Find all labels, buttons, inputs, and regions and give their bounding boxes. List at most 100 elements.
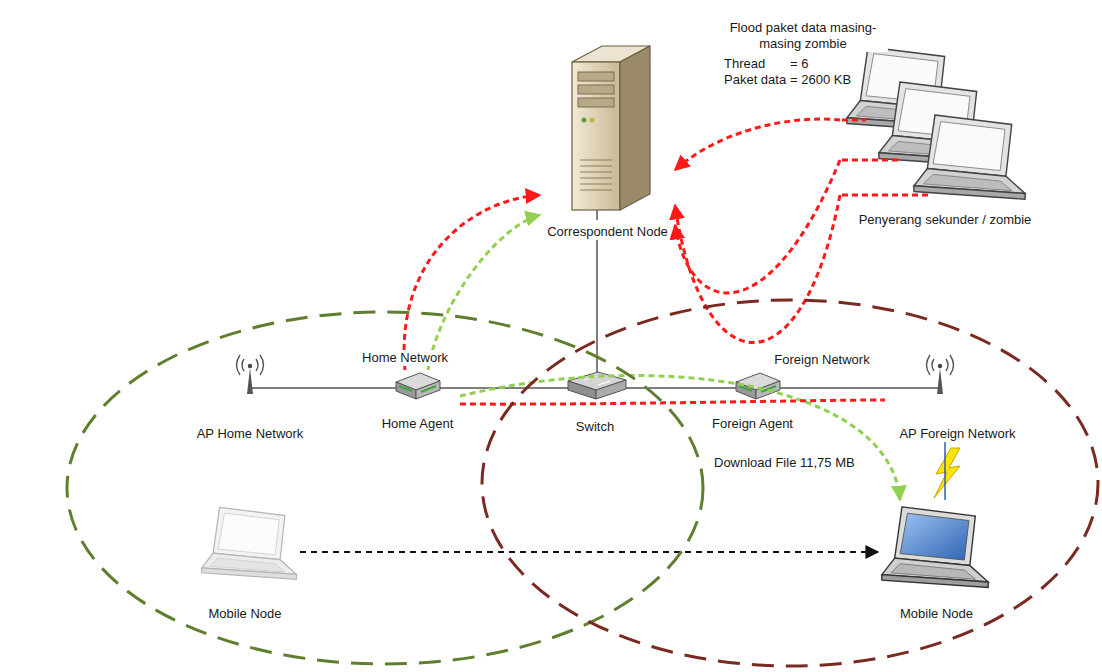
router-icon xyxy=(421,386,436,392)
access-point-icon xyxy=(260,355,264,375)
server-icon xyxy=(578,98,614,107)
device-label: Foreign Agent xyxy=(710,416,795,432)
switch-node: Switch xyxy=(555,368,635,435)
region-label: Foreign Network xyxy=(772,352,871,368)
server-icon xyxy=(590,118,595,123)
router-icon xyxy=(396,373,440,399)
attacker-node: Penyerang sekunder / zombie xyxy=(840,40,1050,228)
dashed-flow xyxy=(460,400,885,404)
access-point-icon xyxy=(932,359,934,371)
dashed-flow xyxy=(460,375,900,500)
router-icon xyxy=(396,382,416,399)
server-icon xyxy=(572,46,650,210)
server-icon xyxy=(580,184,612,185)
device-label: AP Foreign Network xyxy=(897,426,1017,442)
edge-label: Download File 11,75 MB xyxy=(712,455,857,471)
network-link xyxy=(944,442,946,500)
parameter-name: Paket data xyxy=(722,72,788,88)
access-point-icon xyxy=(946,359,948,371)
dashed-flow xyxy=(404,195,540,370)
device-label: Correspondent Node xyxy=(545,224,670,240)
backbone-stubs xyxy=(885,387,940,389)
zombie-laptops xyxy=(847,47,1025,199)
region-outline xyxy=(67,312,703,664)
region-outline xyxy=(482,300,1098,666)
zombie-flood-stubs xyxy=(842,119,866,122)
router-icon xyxy=(399,386,412,391)
device-label: Home Agent xyxy=(380,416,456,432)
switch-icon xyxy=(596,380,626,399)
zombie-laptops xyxy=(914,115,1025,199)
switch-icon xyxy=(568,372,626,399)
access-point-icon xyxy=(937,368,943,394)
router-icon xyxy=(416,381,440,399)
device-label: Switch xyxy=(574,419,616,435)
access-point-icon xyxy=(248,364,252,368)
network-link xyxy=(596,240,598,368)
server-icon xyxy=(620,46,650,210)
access-point-icon xyxy=(242,359,244,371)
mobile-node: Mobile Node xyxy=(190,500,300,622)
dashed-flow xyxy=(300,551,878,553)
router-node: Foreign Agent xyxy=(700,370,805,432)
dashed-flow xyxy=(428,215,540,370)
wireless-bolt xyxy=(934,448,960,498)
network-link xyxy=(315,387,375,389)
switch-icon xyxy=(584,376,610,385)
mobile-node-laptop xyxy=(882,507,988,588)
access-point-icon xyxy=(927,355,931,375)
mobile-node-laptop xyxy=(882,507,988,588)
backbone-stubs xyxy=(596,210,598,220)
backbone-stubs xyxy=(252,387,315,389)
device-label: Mobile Node xyxy=(898,606,975,622)
parameter-name: Thread xyxy=(722,56,767,72)
dashed-flow xyxy=(675,195,840,343)
router-node: Home Agent xyxy=(375,370,460,432)
dashed-flow xyxy=(675,160,840,293)
mobile-node-laptop xyxy=(202,507,297,579)
server-icon xyxy=(580,160,612,161)
wireless-bolt xyxy=(934,448,960,498)
network-region: Home Network AP Home Network Home AgentMob… xyxy=(65,310,705,666)
mobile-node: Mobile Node xyxy=(878,500,995,622)
switch-icon xyxy=(598,381,610,385)
server-icon xyxy=(582,118,587,123)
server-icon xyxy=(572,62,620,210)
access-point-icon xyxy=(237,355,241,375)
access-point-icon xyxy=(950,355,954,375)
server-icon xyxy=(580,172,612,173)
device-label: AP Home Network xyxy=(195,426,306,442)
access-point-icon xyxy=(256,359,258,371)
access-point-icon xyxy=(237,355,264,394)
access-point-icon xyxy=(237,355,264,375)
zombie-flood-stubs xyxy=(842,159,898,162)
switch-icon xyxy=(568,381,596,399)
access-point-icon xyxy=(247,368,253,394)
region-label: Home Network xyxy=(360,350,450,366)
parameter-value: = 6 xyxy=(788,56,810,72)
server-icon xyxy=(580,166,612,167)
mobile-node-laptop xyxy=(202,507,297,579)
parameter-value: = 2600 KB xyxy=(788,72,853,88)
zombie-flood-stubs xyxy=(842,120,930,195)
network-link xyxy=(805,387,885,389)
access-point-node: AP Home Network xyxy=(185,366,315,442)
server-icon xyxy=(578,72,614,81)
network-link xyxy=(460,387,555,389)
device-label: Mobile Node xyxy=(207,606,284,622)
server-icon xyxy=(580,160,612,190)
device-label: Penyerang sekunder / zombie xyxy=(857,212,1034,228)
flood-note: Flood paket data masing-masing zombie xyxy=(718,20,888,52)
access-point-node: AP Foreign Network xyxy=(885,366,1030,442)
access-point-icon xyxy=(938,364,942,368)
backbone-stubs xyxy=(252,210,940,388)
access-point-icon xyxy=(927,355,954,375)
dashed-flow xyxy=(675,119,840,170)
server-icon xyxy=(580,178,612,179)
server-node: Correspondent Node xyxy=(540,45,675,240)
zombie-flood-stubs xyxy=(842,194,930,197)
